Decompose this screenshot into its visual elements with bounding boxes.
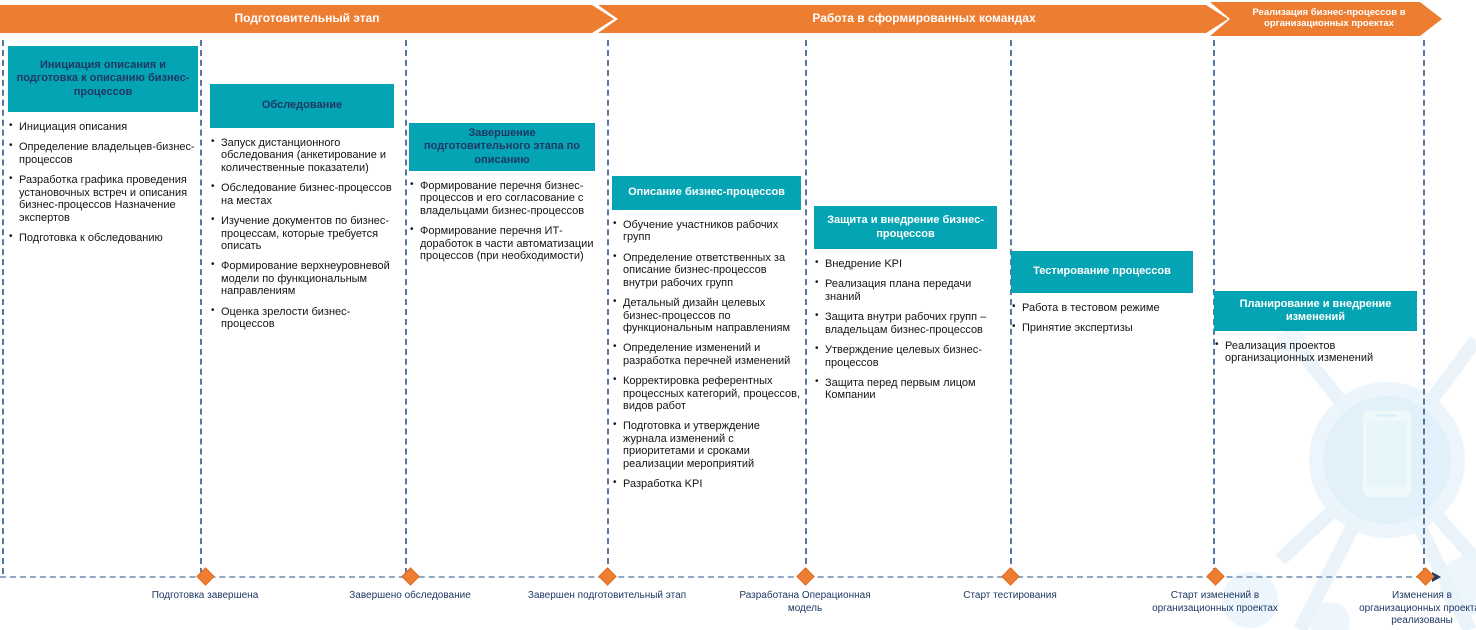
phase-banner-label: Работа в сформированных командах	[812, 11, 1036, 26]
column-divider	[405, 40, 407, 574]
timeline-line	[0, 576, 1432, 578]
bullet-list: Запуск дистанционного обследования (анке…	[210, 136, 394, 331]
bullet-list: Обучение участников рабочих группОпредел…	[612, 218, 801, 491]
milestone-diamond-icon	[796, 567, 815, 586]
timeline-arrowhead-icon	[1432, 572, 1441, 582]
phone-icon	[1361, 409, 1413, 499]
bullet-item: Защита внутри рабочих групп – владельцам…	[814, 310, 997, 336]
bullet-item: Изучение документов по бизнес-процессам,…	[210, 214, 394, 252]
process-column-change-planning: Планирование и внедрение изменений Реали…	[1214, 291, 1417, 373]
milestone-label: Старт изменений в организационных проект…	[1152, 590, 1278, 614]
phase-arrow-shape	[1210, 2, 1442, 36]
milestone-label: Разработана Операционная модель	[739, 590, 871, 614]
process-column-testing: Тестирование процессов Работа в тестовом…	[1011, 251, 1193, 343]
phase-banner-team-work: Работа в сформированных командах	[598, 5, 1228, 33]
process-column-prep-completion: Завершение подготовительного этапа по оп…	[409, 123, 595, 271]
bullet-list: Внедрение KPI Реализация плана передачи з…	[814, 257, 997, 402]
process-column-description: Описание бизнес-процессов Обучение участ…	[612, 176, 801, 499]
bullet-item: Разработка графика проведения установочн…	[8, 173, 198, 224]
phase-banner-label: Реализация бизнес-процессов в организаци…	[1252, 7, 1406, 29]
column-header: Защита и внедрение бизнес-процессов	[814, 206, 997, 249]
milestone-label: Завершен подготовительный этап	[527, 590, 687, 601]
bullet-item: Утверждение целевых бизнес-процессов	[814, 343, 997, 369]
column-header: Описание бизнес-процессов	[612, 176, 801, 210]
bullet-item: Обследование бизнес-процессов на местах	[210, 181, 394, 207]
column-divider	[200, 40, 202, 574]
bullet-item: Реализация проектов организационных изме…	[1214, 339, 1417, 365]
column-header: Завершение подготовительного этапа по оп…	[409, 123, 595, 171]
process-column-initiation: Инициация описания и подготовка к описан…	[8, 46, 198, 252]
column-header: Тестирование процессов	[1011, 251, 1193, 293]
milestone-label: Завершено обследование	[349, 590, 471, 601]
milestone-label: Изменения в организационных проектах реа…	[1359, 590, 1476, 626]
bullet-item: Оценка зрелости бизнес-процессов	[210, 305, 394, 331]
milestone-diamond-icon	[1206, 567, 1225, 586]
milestone-label: Старт тестирования	[963, 590, 1057, 601]
process-column-survey: Обследование Запуск дистанционного обсле…	[210, 84, 394, 338]
bullet-item: Формирование верхнеуровневой модели по ф…	[210, 259, 394, 297]
column-header: Планирование и внедрение изменений	[1214, 291, 1417, 331]
bullet-item: Разработка KPI	[612, 477, 801, 490]
bullet-item: Определение владельцев-бизнес-процессов	[8, 140, 198, 166]
milestone-label: Подготовка завершена	[151, 590, 259, 601]
phase-banner-preparatory: Подготовительный этап	[0, 5, 614, 33]
bullet-item: Подготовка и утверждение журнала изменен…	[612, 419, 801, 470]
process-column-defense-implementation: Защита и внедрение бизнес-процессов Внед…	[814, 206, 997, 410]
bullet-item: Формирование перечня ИТ-доработок в част…	[409, 224, 595, 262]
bullet-list: Работа в тестовом режимеПринятие эксперт…	[1011, 301, 1193, 335]
bullet-list: Инициация описанияОпределение владельцев…	[8, 120, 198, 244]
bullet-item: Определение изменений и разработка переч…	[612, 341, 801, 367]
bullet-item: Определение ответственных за описание би…	[612, 251, 801, 289]
bullet-item: Защита перед первым лицом Компании	[814, 376, 997, 402]
phase-banner-label: Подготовительный этап	[234, 11, 380, 26]
bullet-item: Обучение участников рабочих групп	[612, 218, 801, 244]
bullet-list: Формирование перечня бизнес-процессов и …	[409, 179, 595, 263]
bullet-item: Работа в тестовом режиме	[1011, 301, 1193, 314]
bullet-item: Детальный дизайн целевых бизнес-процессо…	[612, 296, 801, 334]
column-header: Инициация описания и подготовка к описан…	[8, 46, 198, 112]
column-divider	[607, 40, 609, 574]
milestone-diamond-icon	[1001, 567, 1020, 586]
phase-arrow-shape	[598, 5, 1228, 33]
bullet-item: Формирование перечня бизнес-процессов и …	[409, 179, 595, 217]
bullet-item: Принятие экспертизы	[1011, 321, 1193, 334]
bullet-item: Подготовка к обследованию	[8, 231, 198, 244]
column-divider	[2, 40, 4, 574]
bullet-item: Реализация плана передачи знаний	[814, 277, 997, 303]
bullet-item: Запуск дистанционного обследования (анке…	[210, 136, 394, 174]
milestone-diamond-icon	[598, 567, 617, 586]
bullet-item: Корректировка референтных процессных кат…	[612, 374, 801, 412]
column-header: Обследование	[210, 84, 394, 128]
network-node-circles	[1222, 329, 1476, 630]
phase-banner-implementation: Реализация бизнес-процессов в организаци…	[1210, 2, 1442, 36]
phase-arrow-shape	[0, 5, 614, 33]
bullet-list: Реализация проектов организационных изме…	[1214, 339, 1417, 365]
column-divider	[805, 40, 807, 574]
bullet-item: Инициация описания	[8, 120, 198, 133]
bullet-item: Внедрение KPI	[814, 257, 997, 270]
milestone-diamond-icon	[1416, 567, 1435, 586]
column-divider	[1423, 40, 1425, 574]
